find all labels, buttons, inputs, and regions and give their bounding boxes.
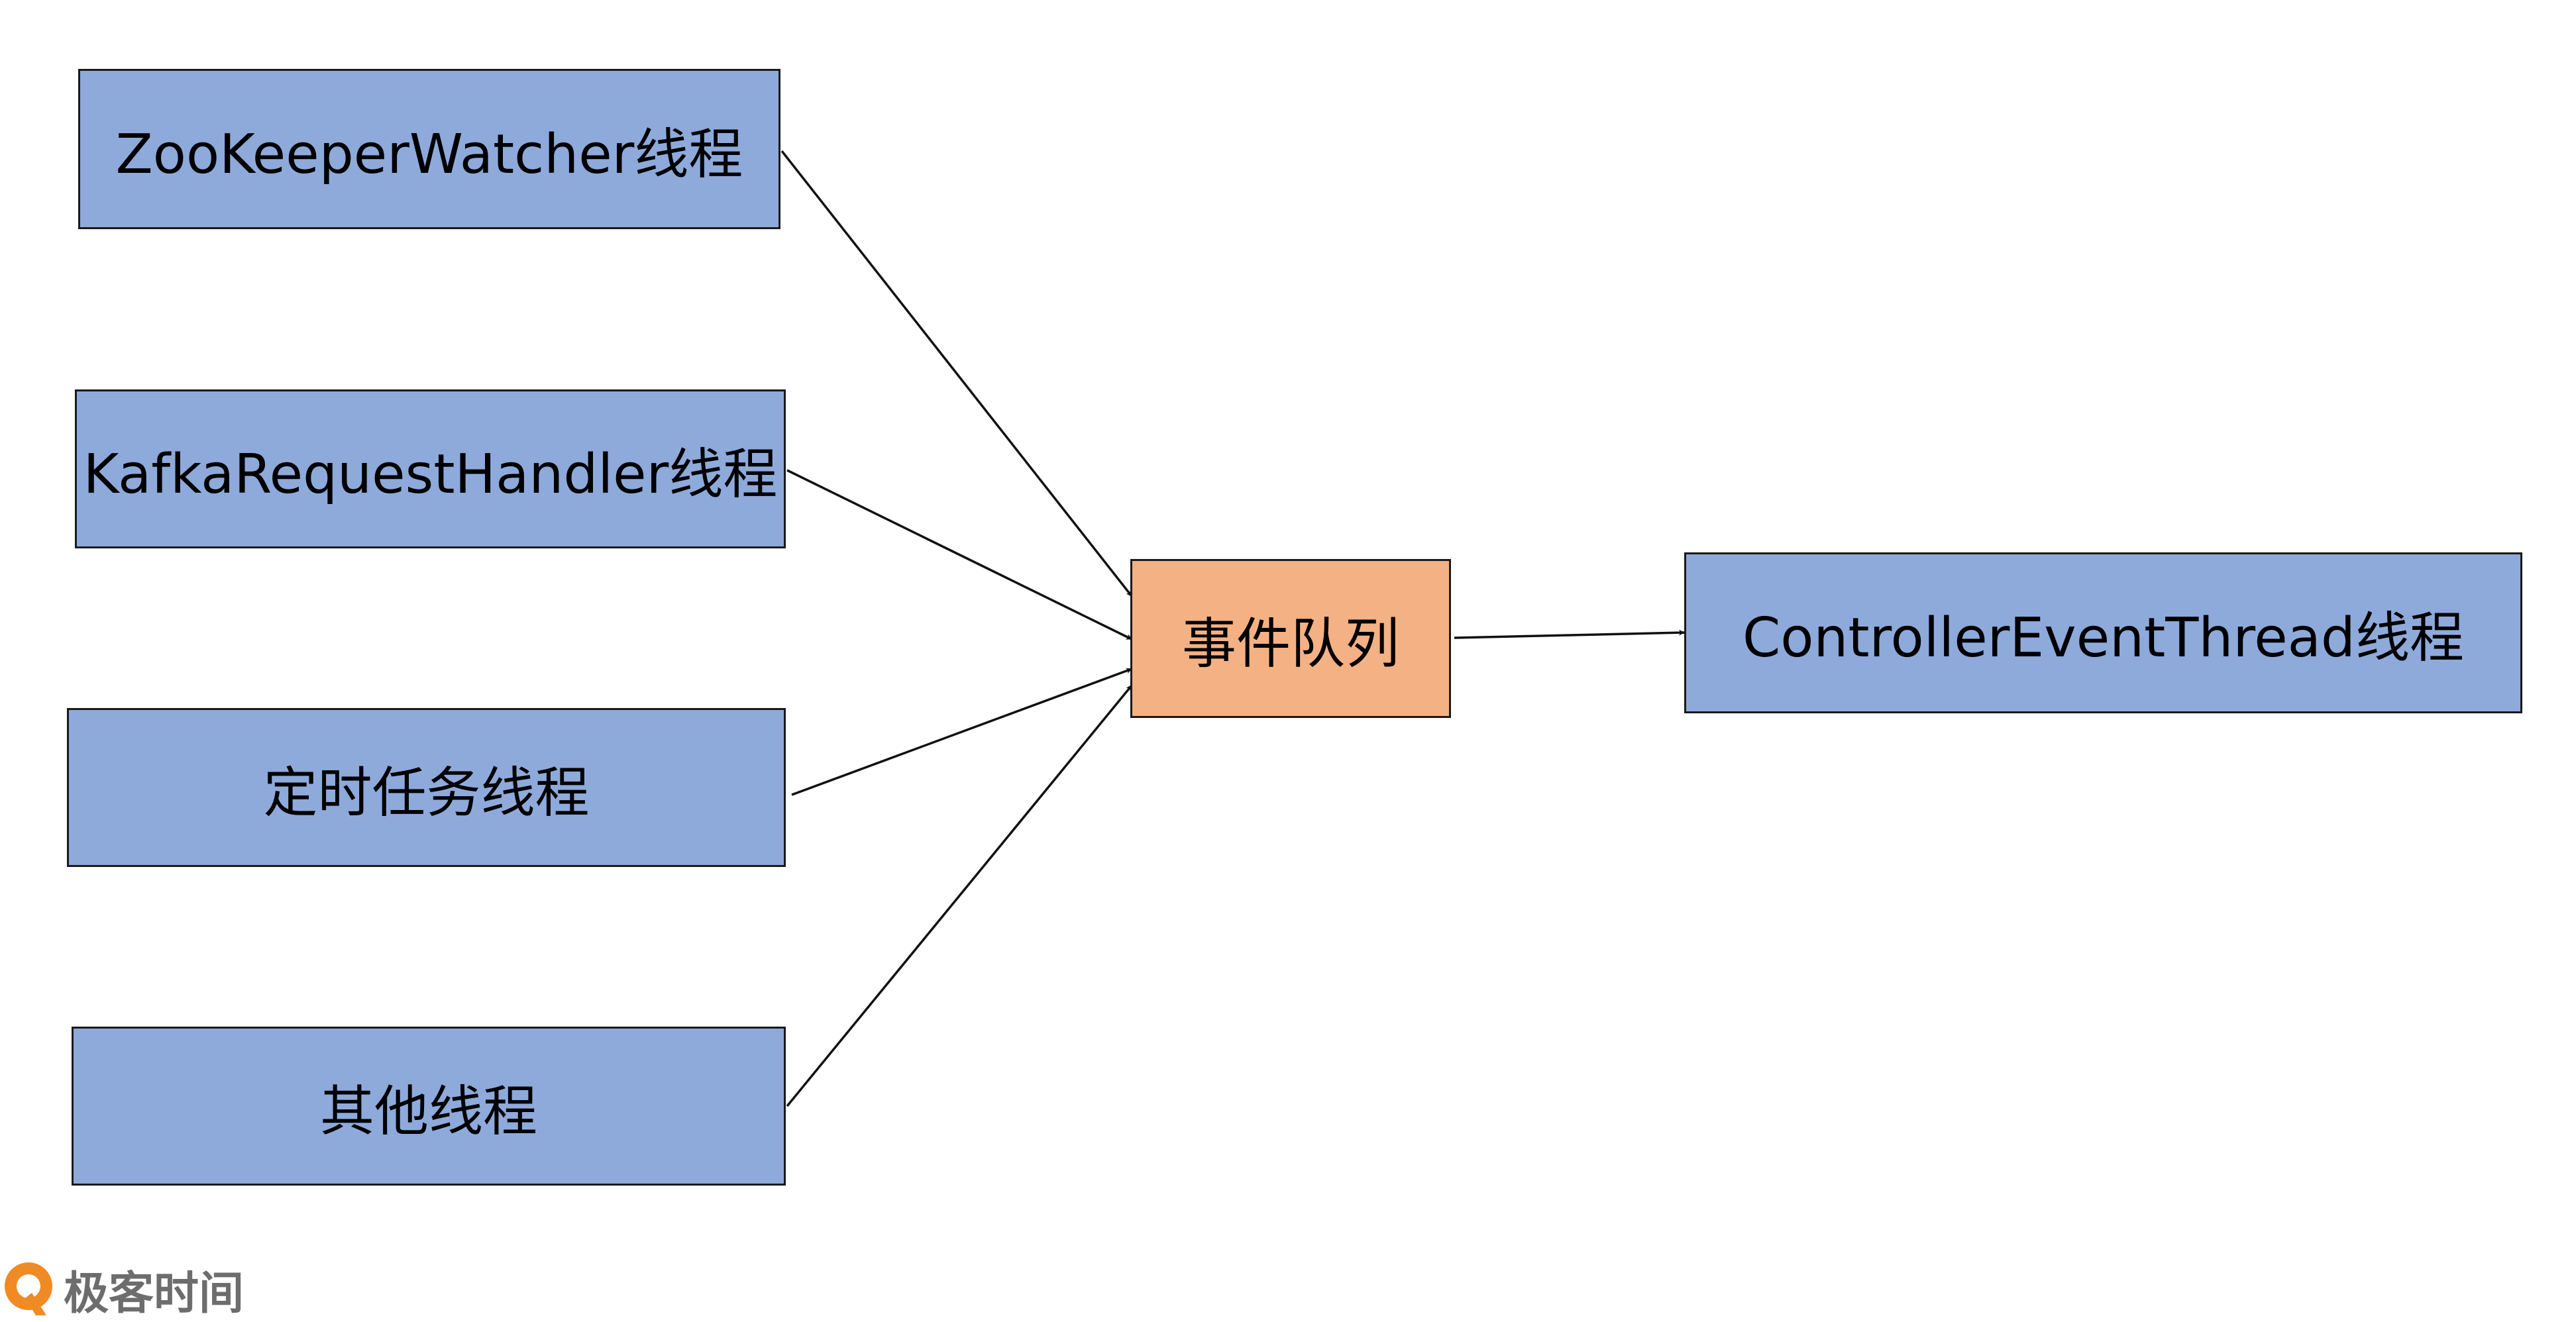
node-controller-event-thread: ControllerEventThread线程 — [1684, 552, 2522, 713]
geektime-logo-icon — [5, 1262, 52, 1315]
edge-queue-to-controller — [1454, 629, 1685, 639]
edge-zk-to-queue — [780, 150, 1133, 597]
edge-kafka-to-queue — [786, 469, 1132, 640]
watermark-logo: 极客时间 — [0, 1256, 244, 1322]
node-event-queue: 事件队列 — [1130, 559, 1451, 718]
edge-other-to-queue — [786, 684, 1133, 1107]
edge-timer-to-queue — [791, 668, 1132, 796]
node-other-threads: 其他线程 — [72, 1027, 786, 1186]
node-controller-event-thread-label: ControllerEventThread线程 — [1743, 607, 2464, 670]
node-other-threads-label: 其他线程 — [319, 1080, 537, 1143]
node-kafka-request-handler-thread: KafkaRequestHandler线程 — [75, 389, 786, 548]
node-kafka-request-handler-thread-label: KafkaRequestHandler线程 — [83, 442, 778, 506]
watermark-text: 极客时间 — [64, 1267, 244, 1320]
node-scheduled-task-thread: 定时任务线程 — [67, 708, 786, 867]
node-zookeeper-watcher-thread-label: ZooKeeperWatcher线程 — [115, 123, 743, 186]
node-scheduled-task-thread-label: 定时任务线程 — [263, 761, 590, 825]
node-zookeeper-watcher-thread: ZooKeeperWatcher线程 — [78, 69, 780, 229]
node-event-queue-label: 事件队列 — [1181, 612, 1399, 676]
